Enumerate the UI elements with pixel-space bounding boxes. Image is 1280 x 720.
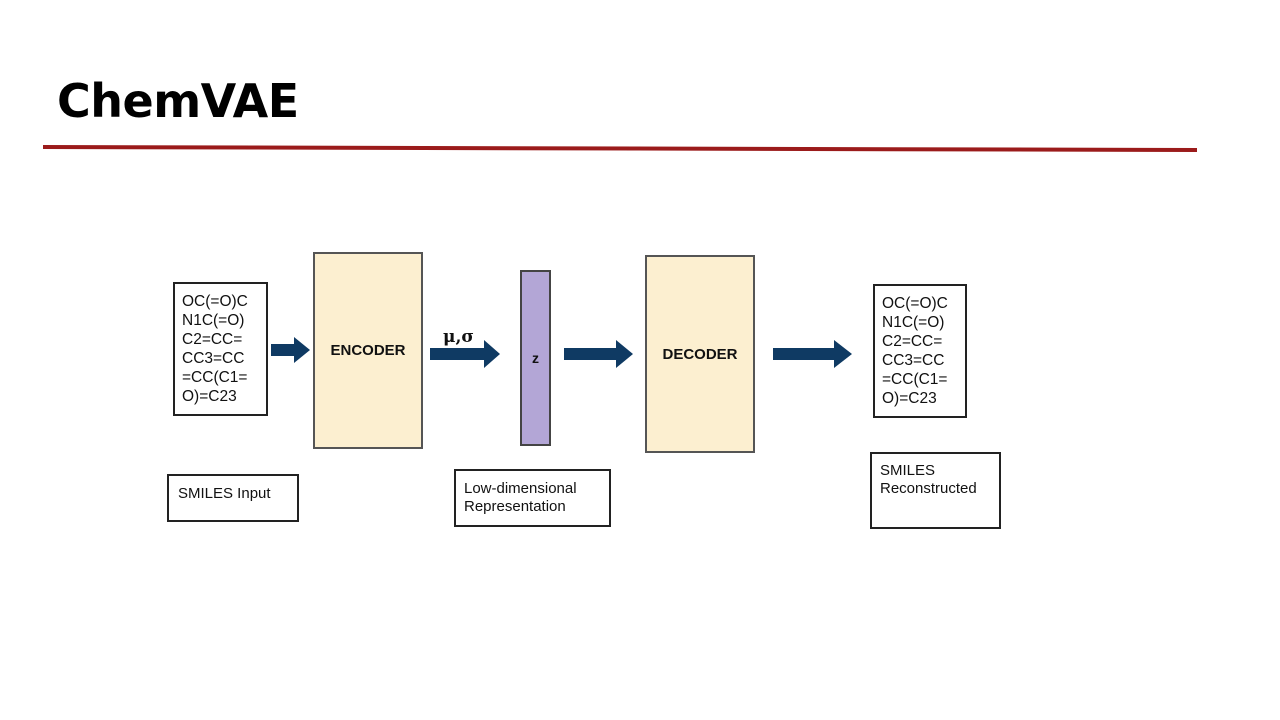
arrow-encoder-to-latent [430, 340, 500, 368]
decoder-label: DECODER [662, 345, 738, 363]
page-title: ChemVAE [57, 74, 299, 128]
arrow-latent-to-decoder [564, 340, 633, 368]
latent-z-label: z [532, 350, 539, 366]
output-smiles-box: OC(=O)C N1C(=O) C2=CC= CC3=CC =CC(C1= O)… [873, 284, 967, 418]
arrow-input-to-encoder [271, 337, 310, 363]
arrow-decoder-to-output [773, 340, 852, 368]
input-smiles-box: OC(=O)C N1C(=O) C2=CC= CC3=CC =CC(C1= O)… [173, 282, 268, 416]
decoder-block: DECODER [645, 255, 755, 453]
latent-caption: Low-dimensional Representation [454, 469, 611, 527]
latent-z-bar: z [520, 270, 551, 446]
encoder-label: ENCODER [330, 342, 406, 359]
input-caption: SMILES Input [167, 474, 299, 522]
mu-sigma-label: μ,σ [443, 327, 474, 347]
output-caption: SMILES Reconstructed [870, 452, 1001, 529]
encoder-block: ENCODER [313, 252, 423, 449]
